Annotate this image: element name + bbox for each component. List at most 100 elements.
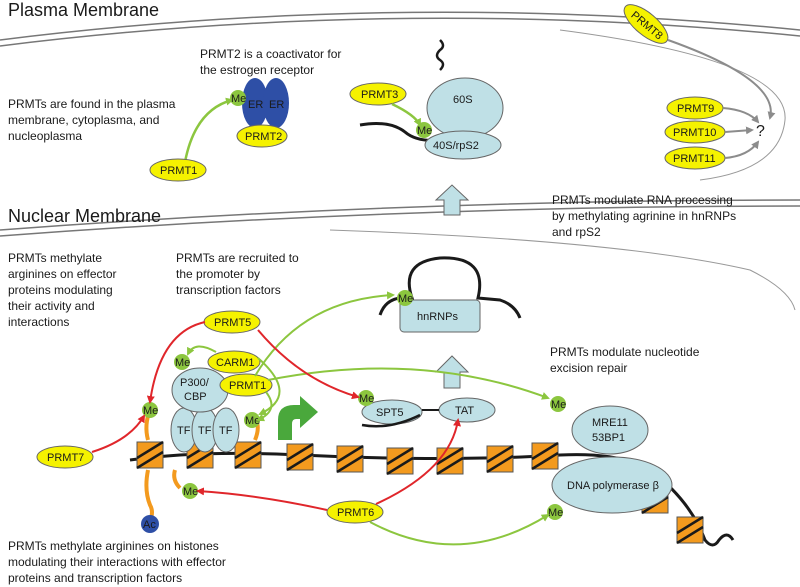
nucleosome bbox=[286, 442, 314, 472]
histone-tail-left bbox=[144, 469, 154, 521]
ribosome-40s: 40S/rpS2 bbox=[424, 130, 502, 160]
prmt3-enzyme: PRMT3 bbox=[349, 82, 407, 106]
nucleosome bbox=[386, 446, 414, 476]
me-er: Me bbox=[230, 90, 246, 106]
nucleosome bbox=[486, 444, 514, 474]
note-line: proteins modulating bbox=[8, 283, 113, 297]
spt5-box: SPT5 bbox=[361, 399, 423, 425]
prmt7-to-histone-arrow bbox=[91, 414, 146, 453]
prmt5-label: PRMT5 bbox=[214, 317, 251, 329]
prmt8-arrow bbox=[667, 39, 776, 120]
nucleosome bbox=[336, 444, 364, 474]
transcription-start-arrow bbox=[278, 396, 318, 440]
prmt1-cyto-enzyme: PRMT1 bbox=[149, 158, 207, 182]
prmt2-enzyme: PRMT2 bbox=[236, 124, 288, 148]
export-arrow-upper bbox=[434, 184, 470, 216]
dna-polymerase-box: DNA polymerase β bbox=[551, 456, 673, 514]
note-line: PRMTs are recruited to bbox=[176, 251, 299, 265]
spt5-label: SPT5 bbox=[376, 407, 404, 419]
tf-label: TF bbox=[177, 425, 191, 437]
me-label: Me bbox=[398, 293, 413, 305]
tf-group: TF TF TF bbox=[170, 407, 240, 453]
nucleosome bbox=[676, 515, 704, 545]
note-line: PRMTs methylate bbox=[8, 251, 102, 265]
prmt6-enzyme: PRMT6 bbox=[326, 500, 384, 524]
me-label: Me bbox=[548, 507, 563, 519]
prmt7-label: PRMT7 bbox=[47, 452, 84, 464]
me-histone-lower: Me bbox=[182, 483, 198, 499]
me-mre11: Me bbox=[550, 396, 566, 412]
note-line: PRMTs are found in the plasma bbox=[8, 97, 176, 111]
note-line: modulating their interactions with effec… bbox=[8, 555, 226, 569]
tat-label: TAT bbox=[455, 405, 474, 417]
prmt1-to-mre11-arrow bbox=[267, 367, 550, 400]
er-label: ER bbox=[248, 99, 263, 111]
note-line: and rpS2 bbox=[552, 225, 601, 239]
note-line: PRMT2 is a coactivator for bbox=[200, 47, 341, 61]
note-line: PRMTs modulate nucleotide bbox=[550, 345, 700, 359]
nuclear-membrane-inner-curve bbox=[329, 229, 796, 311]
note-line: transcription factors bbox=[176, 283, 281, 297]
prmt11-arrow bbox=[724, 140, 760, 159]
nuclear-membrane-heading: Nuclear Membrane bbox=[8, 206, 161, 226]
dnapol-label: DNA polymerase β bbox=[567, 480, 659, 492]
prmt3-label: PRMT3 bbox=[361, 89, 398, 101]
prmt10-arrow bbox=[724, 126, 754, 135]
note-line: nucleoplasma bbox=[8, 129, 82, 143]
prmt6-to-histone-arrow bbox=[196, 487, 328, 511]
prmt2-label: PRMT2 bbox=[245, 131, 282, 143]
prmt6-to-tat-arrow bbox=[375, 418, 461, 505]
me-label: Me bbox=[359, 393, 374, 405]
me-rps2: Me bbox=[416, 122, 432, 138]
prmt7-enzyme: PRMT7 bbox=[36, 445, 94, 469]
note-line: arginines on effector bbox=[8, 267, 117, 281]
carm1-label: CARM1 bbox=[216, 357, 255, 369]
nucleosome bbox=[531, 441, 559, 471]
me-label: Me bbox=[231, 93, 246, 105]
note-line: PRMTs modulate RNA processing bbox=[552, 193, 733, 207]
carm1-to-p300-arrow bbox=[187, 345, 217, 356]
hnrnps-label: hnRNPs bbox=[417, 311, 458, 323]
nascent-rna bbox=[361, 413, 421, 428]
me-spt5: Me bbox=[358, 390, 374, 406]
tat-box: TAT bbox=[438, 397, 496, 423]
ac-label: Ac bbox=[143, 519, 156, 531]
note-effector: PRMTs methylate arginines on effector pr… bbox=[8, 251, 117, 329]
prmt6-to-dnapol-arrow bbox=[369, 513, 550, 546]
prmt5-to-spt5-arrow bbox=[257, 329, 360, 400]
me-label: Me bbox=[417, 125, 432, 137]
prmt11-enzyme: PRMT11 bbox=[664, 146, 726, 170]
me-label: Me bbox=[551, 399, 566, 411]
note-rna: PRMTs modulate RNA processing by methyla… bbox=[552, 193, 736, 239]
prmt10-label: PRMT10 bbox=[673, 127, 716, 139]
me-label: Me bbox=[245, 415, 260, 427]
note-line: interactions bbox=[8, 315, 69, 329]
carm1-to-histone-arrow bbox=[257, 357, 281, 416]
er-dimer: ER ER bbox=[242, 78, 289, 128]
nascent-peptide bbox=[435, 39, 445, 71]
me-hnrnp: Me bbox=[397, 290, 413, 306]
nucleosome bbox=[136, 440, 164, 470]
nucleosome bbox=[234, 440, 262, 470]
prmt5-to-p300-arrow bbox=[146, 321, 206, 404]
prmt1-label: PRMT1 bbox=[160, 165, 197, 177]
plasma-membrane-heading: Plasma Membrane bbox=[8, 0, 159, 20]
ribo-60s-label: 60S bbox=[453, 94, 473, 106]
note-line: proteins and transcription factors bbox=[8, 571, 182, 585]
tf-label: TF bbox=[198, 425, 212, 437]
er-label: ER bbox=[269, 99, 284, 111]
53bp1-label: 53BP1 bbox=[592, 432, 625, 444]
unknown-target-label: ? bbox=[756, 123, 765, 140]
prmt5-enzyme: PRMT5 bbox=[203, 310, 261, 334]
carm1-enzyme: CARM1 bbox=[207, 350, 261, 374]
me-dnapol: Me bbox=[547, 504, 563, 520]
prmt1-label: PRMT1 bbox=[229, 380, 266, 392]
prmt1-nuc-enzyme: PRMT1 bbox=[219, 373, 273, 397]
note-line: the promoter by bbox=[176, 267, 260, 281]
p300-cbp: P300/ CBP bbox=[171, 367, 229, 413]
ribo-40s-label: 40S/rpS2 bbox=[433, 140, 479, 152]
note-locations: PRMTs are found in the plasma membrane, … bbox=[8, 97, 176, 143]
me-label: Me bbox=[175, 357, 190, 369]
